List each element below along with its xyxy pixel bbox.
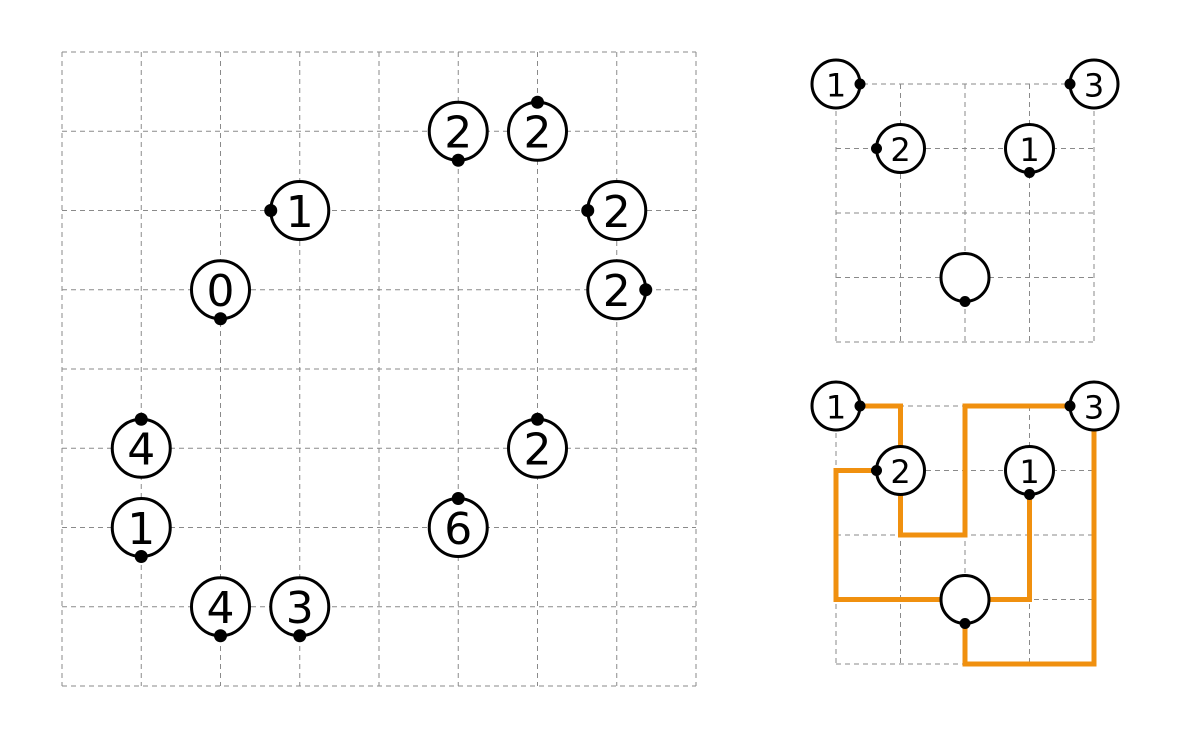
clue-number: 3 bbox=[286, 583, 314, 634]
solution-path-segment bbox=[862, 403, 1068, 538]
clue-number: 1 bbox=[1019, 453, 1039, 491]
clue-exit-dot bbox=[134, 550, 148, 563]
clue-exit-dot bbox=[214, 629, 227, 643]
clue-exit-dot bbox=[293, 629, 307, 643]
clue-number: 2 bbox=[444, 108, 472, 159]
clue-circle[interactable]: 1 bbox=[264, 180, 331, 241]
clue-number: 6 bbox=[444, 504, 472, 555]
clue-circle[interactable]: 1 bbox=[1004, 123, 1055, 179]
clue-exit-dot bbox=[451, 153, 465, 167]
clue-exit-dot bbox=[1064, 400, 1076, 412]
clue-circle[interactable]: 0 bbox=[190, 259, 251, 326]
clue-exit-dot bbox=[639, 283, 653, 297]
clue-exit-dot bbox=[871, 465, 882, 476]
clue-circle[interactable] bbox=[939, 252, 991, 308]
clue-exit-dot bbox=[1064, 78, 1076, 90]
example-solution-paths bbox=[833, 403, 1097, 667]
clue-circle[interactable]: 4 bbox=[110, 412, 172, 479]
clue-exit-dot bbox=[959, 618, 971, 629]
example-solution-clues: 1 3 2 1 bbox=[810, 380, 1120, 630]
main-puzzle-grid bbox=[61, 51, 697, 687]
clue-number: 1 bbox=[826, 66, 846, 104]
clue-circle[interactable]: 1 bbox=[1004, 445, 1055, 501]
clue-circle[interactable]: 2 bbox=[586, 259, 653, 321]
clue-circle[interactable]: 4 bbox=[190, 576, 251, 643]
clue-circle[interactable]: 6 bbox=[427, 492, 489, 558]
clue-number: 2 bbox=[603, 266, 631, 317]
clue-number: 0 bbox=[207, 266, 235, 317]
clue-circle[interactable]: 3 bbox=[1064, 380, 1120, 432]
clue-number: 2 bbox=[524, 425, 552, 476]
clue-circle[interactable]: 2 bbox=[507, 95, 568, 162]
clue-circle[interactable]: 3 bbox=[1064, 58, 1120, 110]
clue-circle[interactable]: 2 bbox=[427, 100, 489, 167]
clue-exit-dot bbox=[959, 296, 971, 307]
clue-number: 4 bbox=[207, 583, 235, 634]
clue-circle[interactable] bbox=[939, 574, 991, 630]
clue-number: 1 bbox=[826, 388, 846, 426]
clue-exit-dot bbox=[581, 204, 595, 217]
clue-number: 4 bbox=[127, 425, 155, 476]
clue-number: 2 bbox=[603, 187, 631, 238]
clue-exit-dot bbox=[214, 312, 227, 326]
example-puzzle-clues: 1 3 2 1 bbox=[810, 58, 1120, 308]
clue-circle[interactable]: 1 bbox=[810, 58, 866, 110]
clue-exit-dot bbox=[1024, 167, 1035, 178]
clue-circle[interactable]: 2 bbox=[507, 412, 568, 479]
clue-number: 2 bbox=[890, 453, 910, 491]
clue-exit-dot bbox=[854, 78, 866, 90]
clue-exit-dot bbox=[451, 492, 465, 505]
clue-circle[interactable]: 2 bbox=[871, 123, 926, 174]
clue-exit-dot bbox=[264, 204, 278, 217]
clue-ring bbox=[939, 252, 991, 303]
clue-number: 2 bbox=[890, 131, 910, 169]
clue-number: 3 bbox=[1084, 388, 1104, 426]
solution-path-segment bbox=[962, 426, 1097, 667]
clue-exit-dot bbox=[531, 412, 544, 426]
clue-number: 1 bbox=[1019, 131, 1039, 169]
clue-circle[interactable]: 1 bbox=[110, 497, 172, 564]
clue-circle[interactable]: 2 bbox=[581, 180, 648, 241]
clue-circle[interactable]: 3 bbox=[269, 576, 331, 643]
clue-exit-dot bbox=[1024, 489, 1035, 500]
clue-number: 3 bbox=[1084, 66, 1104, 104]
clue-circle[interactable]: 1 bbox=[810, 380, 866, 432]
clue-number: 1 bbox=[127, 504, 155, 555]
solution-path-segment bbox=[988, 497, 1032, 602]
clue-exit-dot bbox=[531, 95, 544, 109]
clue-ring bbox=[939, 574, 991, 625]
clue-exit-dot bbox=[871, 143, 882, 154]
clue-number: 1 bbox=[286, 187, 314, 238]
solution-path-segment bbox=[833, 468, 942, 602]
clue-number: 2 bbox=[524, 108, 552, 159]
clue-exit-dot bbox=[854, 400, 866, 412]
clue-exit-dot bbox=[134, 412, 148, 426]
clue-circle[interactable]: 2 bbox=[871, 445, 926, 496]
